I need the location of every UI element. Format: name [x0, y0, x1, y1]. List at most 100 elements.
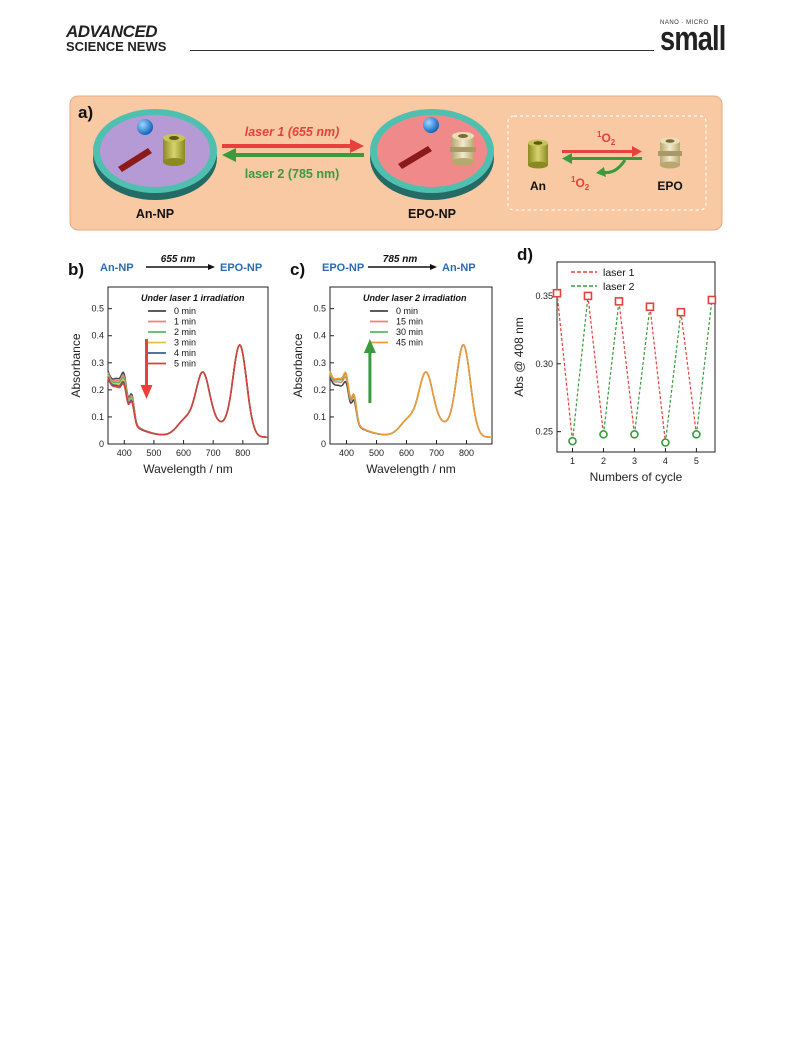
- dye-rod: [118, 148, 152, 172]
- data-point-circle: [630, 430, 639, 439]
- x-axis-label: Numbers of cycle: [590, 470, 683, 484]
- cycle-segment: [587, 295, 605, 435]
- photosensitizer-ball: [423, 117, 439, 133]
- laser2-arrow: [222, 148, 364, 162]
- x-tick-label: 500: [369, 448, 384, 458]
- dye-rod: [398, 146, 432, 169]
- photosensitizer-ball: [137, 119, 153, 135]
- header-from: EPO-NP: [322, 262, 364, 274]
- legend-entry: 2 min: [174, 327, 196, 337]
- header-arrow-head: [208, 264, 215, 270]
- x-tick-label: 800: [235, 448, 250, 458]
- data-point-square: [552, 288, 562, 298]
- x-tick-label: 4: [663, 456, 668, 466]
- header-rule: [190, 50, 654, 51]
- inset-left-label: An: [530, 179, 546, 193]
- journal-logo: NANO · MICRO small: [660, 20, 730, 56]
- cycle-segment: [664, 312, 682, 443]
- right-np-label: EPO-NP: [408, 207, 456, 221]
- reaction-inset: [507, 115, 707, 211]
- header-to: EPO-NP: [220, 262, 262, 274]
- legend-entry: 0 min: [396, 306, 418, 316]
- plot-frame: [107, 286, 269, 445]
- trend-arrow-head: [363, 339, 376, 353]
- data-point-square: [707, 295, 717, 305]
- plot-frame: [329, 286, 493, 445]
- header-arrow-label: 655 nm: [161, 254, 196, 265]
- cycle-segment: [602, 301, 620, 435]
- journal-header: ADVANCED SCIENCE NEWS NANO · MICRO small: [0, 0, 793, 60]
- panel-label: c): [290, 260, 305, 279]
- epo-np-particle: [370, 109, 494, 200]
- series-line-3: [329, 343, 492, 438]
- legend-entry: 0 min: [174, 306, 196, 316]
- y-tick-label: 0.30: [535, 359, 553, 369]
- legend-entry: 1 min: [174, 317, 196, 327]
- header-arrow-label: 785 nm: [383, 254, 418, 265]
- inset-right-label: EPO: [657, 179, 682, 193]
- x-axis-label: Wavelength / nm: [366, 462, 456, 476]
- panel-label: b): [68, 260, 84, 279]
- cycle-segment: [633, 306, 651, 435]
- cycle-segment: [571, 295, 589, 442]
- inset-top-sub: 2: [611, 138, 616, 147]
- brand-line2: SCIENCE NEWS: [66, 39, 167, 54]
- y-tick-label: 0.4: [91, 331, 104, 341]
- header-to: An-NP: [442, 262, 476, 274]
- x-tick-label: 800: [459, 448, 474, 458]
- brand-logo: ADVANCED SCIENCE NEWS: [66, 22, 167, 54]
- y-tick-label: 0.1: [91, 412, 104, 422]
- cycle-segment: [556, 293, 574, 442]
- y-tick-label: 0.3: [313, 358, 326, 368]
- y-tick-label: 0.25: [535, 427, 553, 437]
- x-tick-label: 2: [601, 456, 606, 466]
- y-tick-label: 0.5: [313, 304, 326, 314]
- legend-entry: 5 min: [174, 359, 196, 369]
- cylinder-epo: [450, 132, 476, 166]
- inset-top-o2: 1O2: [597, 130, 616, 147]
- inset-cylinder-epo: [658, 137, 682, 169]
- cylinder-an: [163, 134, 185, 166]
- legend-entry: laser 2: [603, 281, 635, 293]
- y-axis-label: Absorbance: [69, 333, 83, 397]
- laser2-label: laser 2 (785 nm): [245, 167, 340, 181]
- cycle-segment: [649, 306, 667, 443]
- an-np-particle: [93, 109, 217, 200]
- series-line-5: [107, 343, 268, 438]
- y-axis-label: Absorbance: [291, 333, 305, 397]
- y-tick-label: 0.3: [91, 358, 104, 368]
- legend-entry: 3 min: [174, 338, 196, 348]
- legend-entry: laser 1: [603, 267, 635, 279]
- legend-entry: 30 min: [396, 327, 423, 337]
- y-tick-label: 0.5: [91, 304, 104, 314]
- y-tick-label: 0: [99, 439, 104, 449]
- trend-arrow-head: [140, 385, 153, 399]
- data-point-circle: [599, 430, 608, 439]
- trend-arrow-shaft: [145, 339, 149, 387]
- x-tick-label: 600: [176, 448, 191, 458]
- data-point-circle: [661, 438, 670, 447]
- inset-cylinder-an: [528, 139, 548, 169]
- inset-bottom-o2: 1O2: [571, 175, 590, 192]
- legend-entry: 15 min: [396, 317, 423, 327]
- data-point-square: [614, 297, 624, 306]
- y-tick-label: 0.4: [313, 331, 326, 341]
- y-tick-label: 0.2: [313, 385, 326, 395]
- cycle-segment: [618, 301, 636, 435]
- inset-top-sup: 1: [597, 130, 602, 139]
- legend-entry: 45 min: [396, 338, 423, 348]
- x-tick-label: 5: [694, 456, 699, 466]
- data-point-square: [676, 307, 686, 317]
- y-tick-label: 0.35: [535, 291, 553, 301]
- y-tick-label: 0.2: [91, 385, 104, 395]
- data-point-square: [583, 291, 593, 301]
- x-tick-label: 1: [570, 456, 575, 466]
- inset-bottom-sup: 1: [571, 175, 576, 184]
- y-tick-label: 0.1: [313, 412, 326, 422]
- x-tick-label: 400: [339, 448, 354, 458]
- brand-line1: ADVANCED: [66, 22, 158, 41]
- left-np-label: An-NP: [136, 207, 174, 221]
